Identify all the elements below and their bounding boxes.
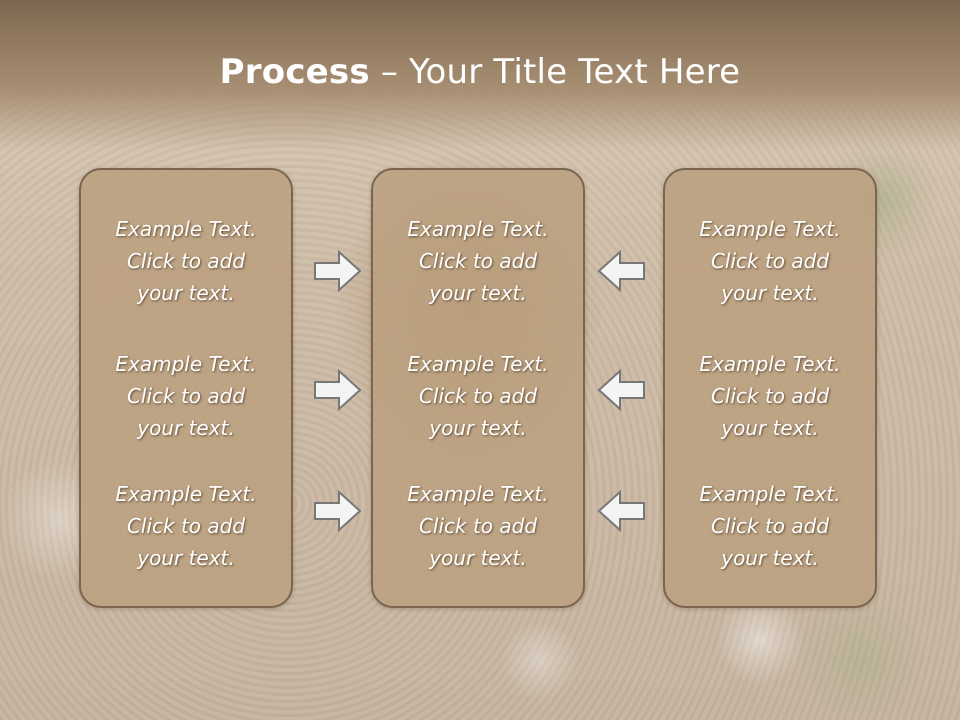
text-line: your text. (137, 281, 235, 305)
text-block[interactable]: Example Text. Click to add your text. (665, 348, 875, 444)
arrow-right-icon (314, 489, 362, 533)
text-line: your text. (721, 546, 819, 570)
text-block[interactable]: Example Text. Click to add your text. (373, 348, 583, 444)
arrow-right-icon (314, 249, 362, 293)
text-line: Example Text. (115, 482, 257, 506)
text-line: Example Text. (407, 352, 549, 376)
text-line: Example Text. (699, 217, 841, 241)
text-line: Click to add (418, 384, 538, 408)
title-rest-text: Your Title Text Here (409, 52, 741, 92)
process-box-center[interactable]: Example Text. Click to add your text. Ex… (371, 168, 585, 608)
process-box-right[interactable]: Example Text. Click to add your text. Ex… (663, 168, 877, 608)
text-block[interactable]: Example Text. Click to add your text. (81, 348, 291, 444)
text-line: your text. (429, 546, 527, 570)
text-line: your text. (137, 416, 235, 440)
text-line: Example Text. (699, 482, 841, 506)
text-line: Click to add (418, 514, 538, 538)
text-line: Click to add (126, 514, 246, 538)
text-line: Click to add (126, 384, 246, 408)
text-block[interactable]: Example Text. Click to add your text. (81, 478, 291, 574)
text-line: Example Text. (407, 482, 549, 506)
text-block[interactable]: Example Text. Click to add your text. (665, 478, 875, 574)
text-block[interactable]: Example Text. Click to add your text. (373, 213, 583, 309)
text-line: Example Text. (699, 352, 841, 376)
text-line: your text. (429, 281, 527, 305)
text-line: Example Text. (407, 217, 549, 241)
text-line: Click to add (710, 249, 830, 273)
text-line: Example Text. (115, 352, 257, 376)
text-block[interactable]: Example Text. Click to add your text. (373, 478, 583, 574)
text-block[interactable]: Example Text. Click to add your text. (665, 213, 875, 309)
text-block[interactable]: Example Text. Click to add your text. (81, 213, 291, 309)
arrow-left-icon (597, 489, 645, 533)
arrow-right-icon (314, 368, 362, 412)
arrow-left-icon (597, 368, 645, 412)
text-line: Click to add (710, 384, 830, 408)
text-line: your text. (721, 416, 819, 440)
text-line: your text. (137, 546, 235, 570)
text-line: Example Text. (115, 217, 257, 241)
title-banner (0, 0, 960, 150)
slide-title[interactable]: Process – Your Title Text Here (0, 52, 960, 92)
title-dash: – (369, 52, 410, 92)
text-line: your text. (429, 416, 527, 440)
text-line: Click to add (710, 514, 830, 538)
process-box-left[interactable]: Example Text. Click to add your text. Ex… (79, 168, 293, 608)
text-line: Click to add (126, 249, 246, 273)
text-line: your text. (721, 281, 819, 305)
text-line: Click to add (418, 249, 538, 273)
title-bold-text: Process (219, 52, 370, 92)
arrow-left-icon (597, 249, 645, 293)
